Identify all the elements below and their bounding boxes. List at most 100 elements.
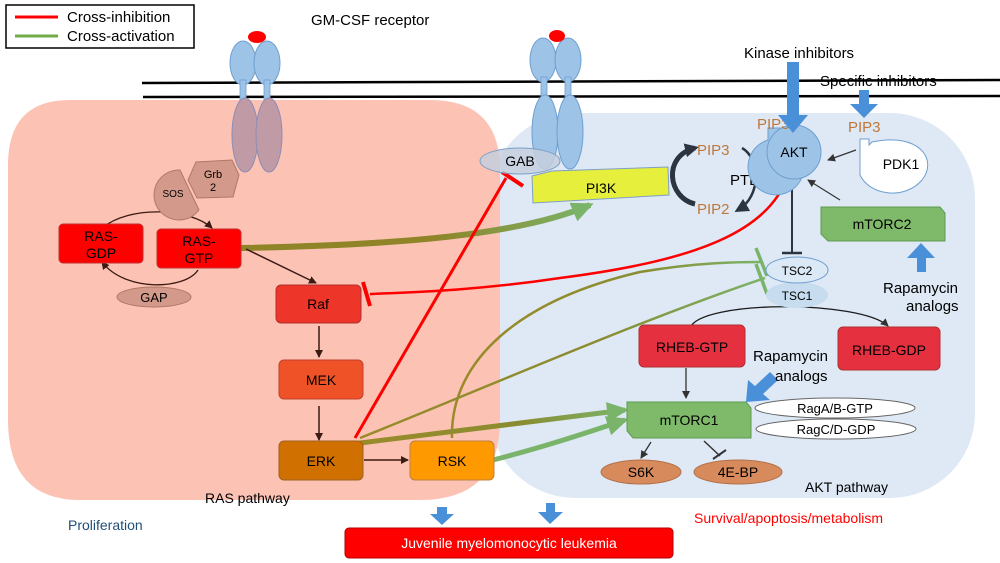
gmcsf-receptor-right	[529, 30, 584, 170]
svg-text:2: 2	[210, 182, 216, 194]
svg-text:GAB: GAB	[505, 153, 535, 169]
svg-text:GTP: GTP	[185, 250, 214, 266]
inhibition-erk-tsc	[359, 276, 766, 440]
ligand-left	[248, 31, 266, 43]
rapamycin-mtorc2-label-2: analogs	[906, 298, 959, 315]
specific-inhibitors-label: Specific inhibitors	[820, 73, 937, 90]
node-pi3k: PI3K	[531, 166, 670, 204]
node-rheb-gdp: RHEB-GDP	[837, 326, 941, 371]
svg-text:Grb: Grb	[204, 169, 222, 181]
kinase-inhibitors-label: Kinase inhibitors	[744, 45, 854, 62]
survival-label: Survival/apoptosis/metabolism	[694, 510, 883, 526]
rapamycin-mtorc1-arrow-icon	[746, 372, 778, 402]
node-gap: GAP	[116, 286, 192, 308]
node-4ebp: 4E-BP	[693, 459, 783, 485]
rapamycin-mtorc1-label-2: analogs	[775, 368, 828, 385]
legend: Cross-inhibition Cross-activation	[5, 4, 195, 49]
arrow-rasgtp-rasgdp	[101, 261, 199, 286]
arrow-mtorc1-s6k	[640, 441, 652, 459]
node-ragc: RagC/D-GDP	[755, 418, 917, 440]
proliferation-label: Proliferation	[68, 517, 143, 533]
activation-rsk-mtorc1	[492, 416, 629, 463]
svg-text:GDP: GDP	[86, 245, 116, 261]
node-raga: RagA/B-GTP	[754, 397, 916, 419]
arrow-pip2-pip3	[669, 143, 699, 207]
svg-text:RagA/B-GTP: RagA/B-GTP	[797, 401, 873, 416]
svg-text:RHEB-GDP: RHEB-GDP	[852, 342, 926, 358]
inhibition-erk-gab	[353, 177, 508, 439]
down-arrow-left-icon	[430, 507, 454, 525]
node-grb2: Grb 2	[187, 159, 240, 199]
inhibition-akt-raf	[369, 159, 794, 296]
pip3-cycle-label: PIP3	[697, 142, 730, 159]
node-gab: GAB	[479, 147, 561, 175]
svg-text:TSC2: TSC2	[782, 264, 813, 278]
svg-text:AKT: AKT	[780, 144, 808, 160]
rapamycin-mtorc2-arrow-icon	[907, 243, 935, 272]
svg-text:SOS: SOS	[162, 189, 183, 200]
disease-box: Juvenile myelomonocytic leukemia	[344, 527, 674, 559]
arrow-pdk1-akt	[827, 149, 857, 162]
svg-text:GAP: GAP	[140, 290, 167, 305]
node-pdk1: PDK1	[859, 138, 929, 194]
specific-inhibitors-arrow-icon	[850, 90, 878, 118]
inhibition-rsk-tsc	[450, 260, 763, 439]
svg-text:RHEB-GTP: RHEB-GTP	[656, 339, 728, 355]
inhibition-bar-tsc-a	[754, 247, 769, 277]
node-sos: SOS	[153, 169, 200, 221]
diagram-title: GM-CSF receptor	[311, 12, 429, 29]
inhibition-bar-tsc-b	[754, 263, 769, 295]
node-mtorc2: mTORC2	[820, 206, 946, 242]
node-tsc1: TSC1	[766, 282, 828, 308]
node-erk: ERK	[278, 440, 364, 481]
svg-text:PDK1: PDK1	[883, 156, 920, 172]
node-rheb-gtp: RHEB-GTP	[638, 324, 746, 368]
svg-text:mTORC2: mTORC2	[853, 216, 912, 232]
activation-erk-mtorc1	[359, 402, 629, 446]
inhibition-mtorc1-4ebp	[703, 440, 721, 457]
rapamycin-mtorc1-label-1: Rapamycin	[753, 348, 828, 365]
arrow-rhebgtp-rhebgdp	[689, 306, 889, 329]
activation-rasgtp-pi3k	[239, 202, 594, 251]
arrow-rasgdp-rasgtp	[101, 211, 213, 229]
kinase-inhibitors-arrow-icon	[778, 62, 808, 133]
svg-text:RAS-: RAS-	[84, 228, 118, 244]
rapamycin-mtorc2-label-1: Rapamycin	[883, 280, 958, 297]
down-arrow-right-icon	[538, 503, 563, 524]
inhibition-bar-raf	[361, 281, 372, 307]
ligand-right	[549, 30, 565, 42]
pip2-cycle-label: PIP2	[697, 201, 730, 218]
svg-text:PI3K: PI3K	[586, 180, 617, 196]
node-tsc2: TSC2	[765, 256, 829, 284]
svg-text:4E-BP: 4E-BP	[718, 464, 758, 480]
legend-label-activation: Cross-activation	[67, 28, 175, 45]
akt-pathway-label: AKT pathway	[805, 479, 888, 495]
svg-text:RagC/D-GDP: RagC/D-GDP	[797, 422, 876, 437]
ras-pathway-label: RAS pathway	[205, 490, 290, 506]
node-akt: AKT	[747, 124, 822, 196]
node-mtorc1: mTORC1	[626, 401, 752, 439]
svg-text:mTORC1: mTORC1	[660, 412, 719, 428]
pip3-akt-label: PIP3	[757, 116, 790, 133]
node-rsk: RSK	[409, 440, 495, 481]
gmcsf-receptor-left	[229, 31, 283, 173]
node-mek: MEK	[278, 359, 364, 400]
node-ras-gtp: RAS- GTP	[156, 228, 242, 269]
legend-label-inhibition: Cross-inhibition	[67, 9, 170, 26]
pip3-pdk1-label: PIP3	[848, 119, 881, 136]
node-s6k: S6K	[600, 459, 682, 485]
node-ras-gdp: RAS- GDP	[58, 223, 144, 264]
svg-text:RAS-: RAS-	[182, 233, 216, 249]
arrow-rasgtp-raf	[245, 248, 317, 284]
svg-text:TSC1: TSC1	[782, 289, 813, 303]
svg-text:MEK: MEK	[306, 372, 337, 388]
node-raf: Raf	[275, 284, 362, 324]
svg-text:RSK: RSK	[438, 453, 467, 469]
inhibition-bar-gab	[500, 170, 525, 188]
svg-text:S6K: S6K	[628, 464, 655, 480]
disease-label: Juvenile myelomonocytic leukemia	[401, 535, 617, 551]
svg-text:Raf: Raf	[307, 296, 329, 312]
inhibition-bar-4ebp	[712, 449, 727, 460]
arrow-mtorc2-akt	[807, 179, 841, 201]
